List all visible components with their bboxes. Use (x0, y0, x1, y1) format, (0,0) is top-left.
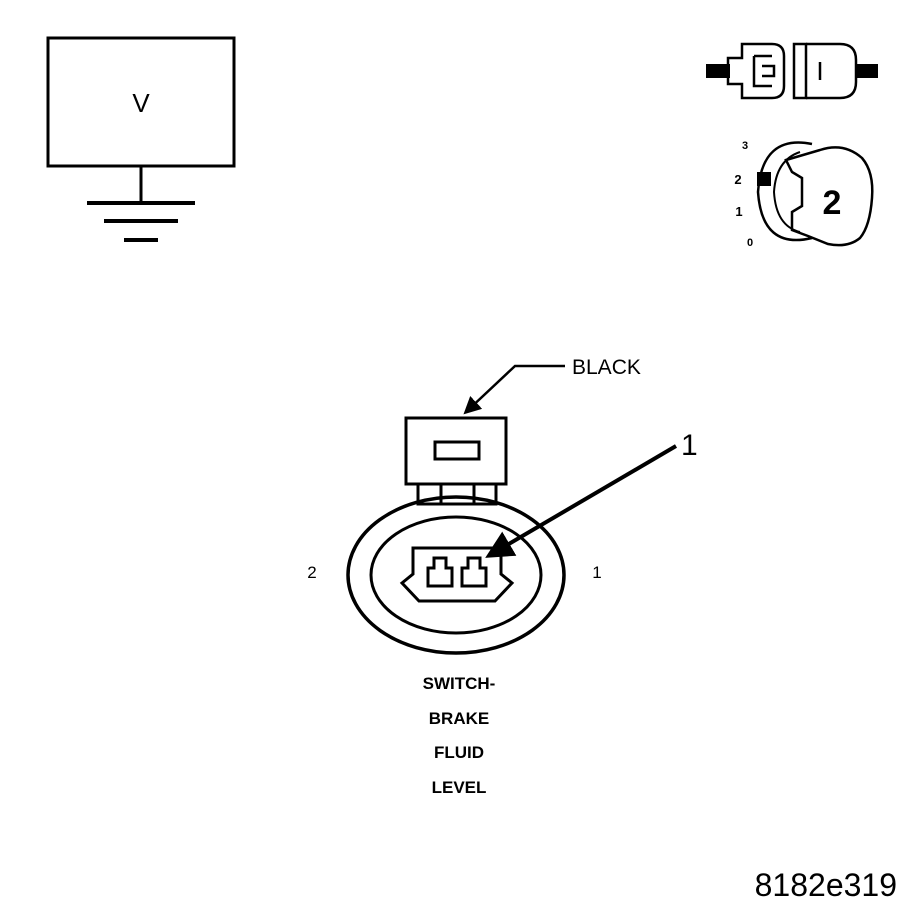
ignition-key-icon: 3 2 1 0 2 (734, 140, 874, 249)
key-head (784, 146, 874, 247)
key-position-0: 0 (747, 237, 753, 249)
key-position-marker (757, 172, 771, 186)
connector-terminal-2 (426, 556, 454, 588)
key-position-1: 1 (735, 204, 742, 219)
key-position-label: 2 (823, 184, 842, 222)
ground-icon (87, 166, 195, 242)
connector-cavity (399, 546, 515, 603)
connector-name-line-4: LEVEL (432, 778, 487, 797)
pin-number-left: 2 (307, 563, 316, 582)
terminal-callout-number: 1 (681, 429, 698, 462)
voltmeter-label: V (132, 88, 150, 118)
connector-disconnect-icon (706, 42, 878, 100)
key-position-3: 3 (742, 140, 748, 152)
connector-lock-tab (404, 416, 508, 506)
connector-black-label-leader: BLACK (463, 356, 641, 415)
connector-name-line-2: BRAKE (429, 709, 489, 728)
connector-terminal-1 (460, 556, 488, 588)
terminal-callout-leader: 1 (485, 429, 698, 558)
connector-housing (346, 495, 566, 655)
voltmeter-symbol: V (46, 36, 236, 242)
key-position-2: 2 (734, 172, 741, 187)
pin-number-right: 1 (592, 563, 601, 582)
connector-color-label: BLACK (572, 356, 641, 379)
connector-name-line-1: SWITCH- (423, 674, 496, 693)
key-cylinder-ring (756, 141, 813, 242)
connector-name-line-3: FLUID (434, 743, 484, 762)
connector-name: SWITCH- BRAKE FLUID LEVEL (423, 674, 496, 797)
figure-id: 8182e319 (755, 867, 897, 903)
